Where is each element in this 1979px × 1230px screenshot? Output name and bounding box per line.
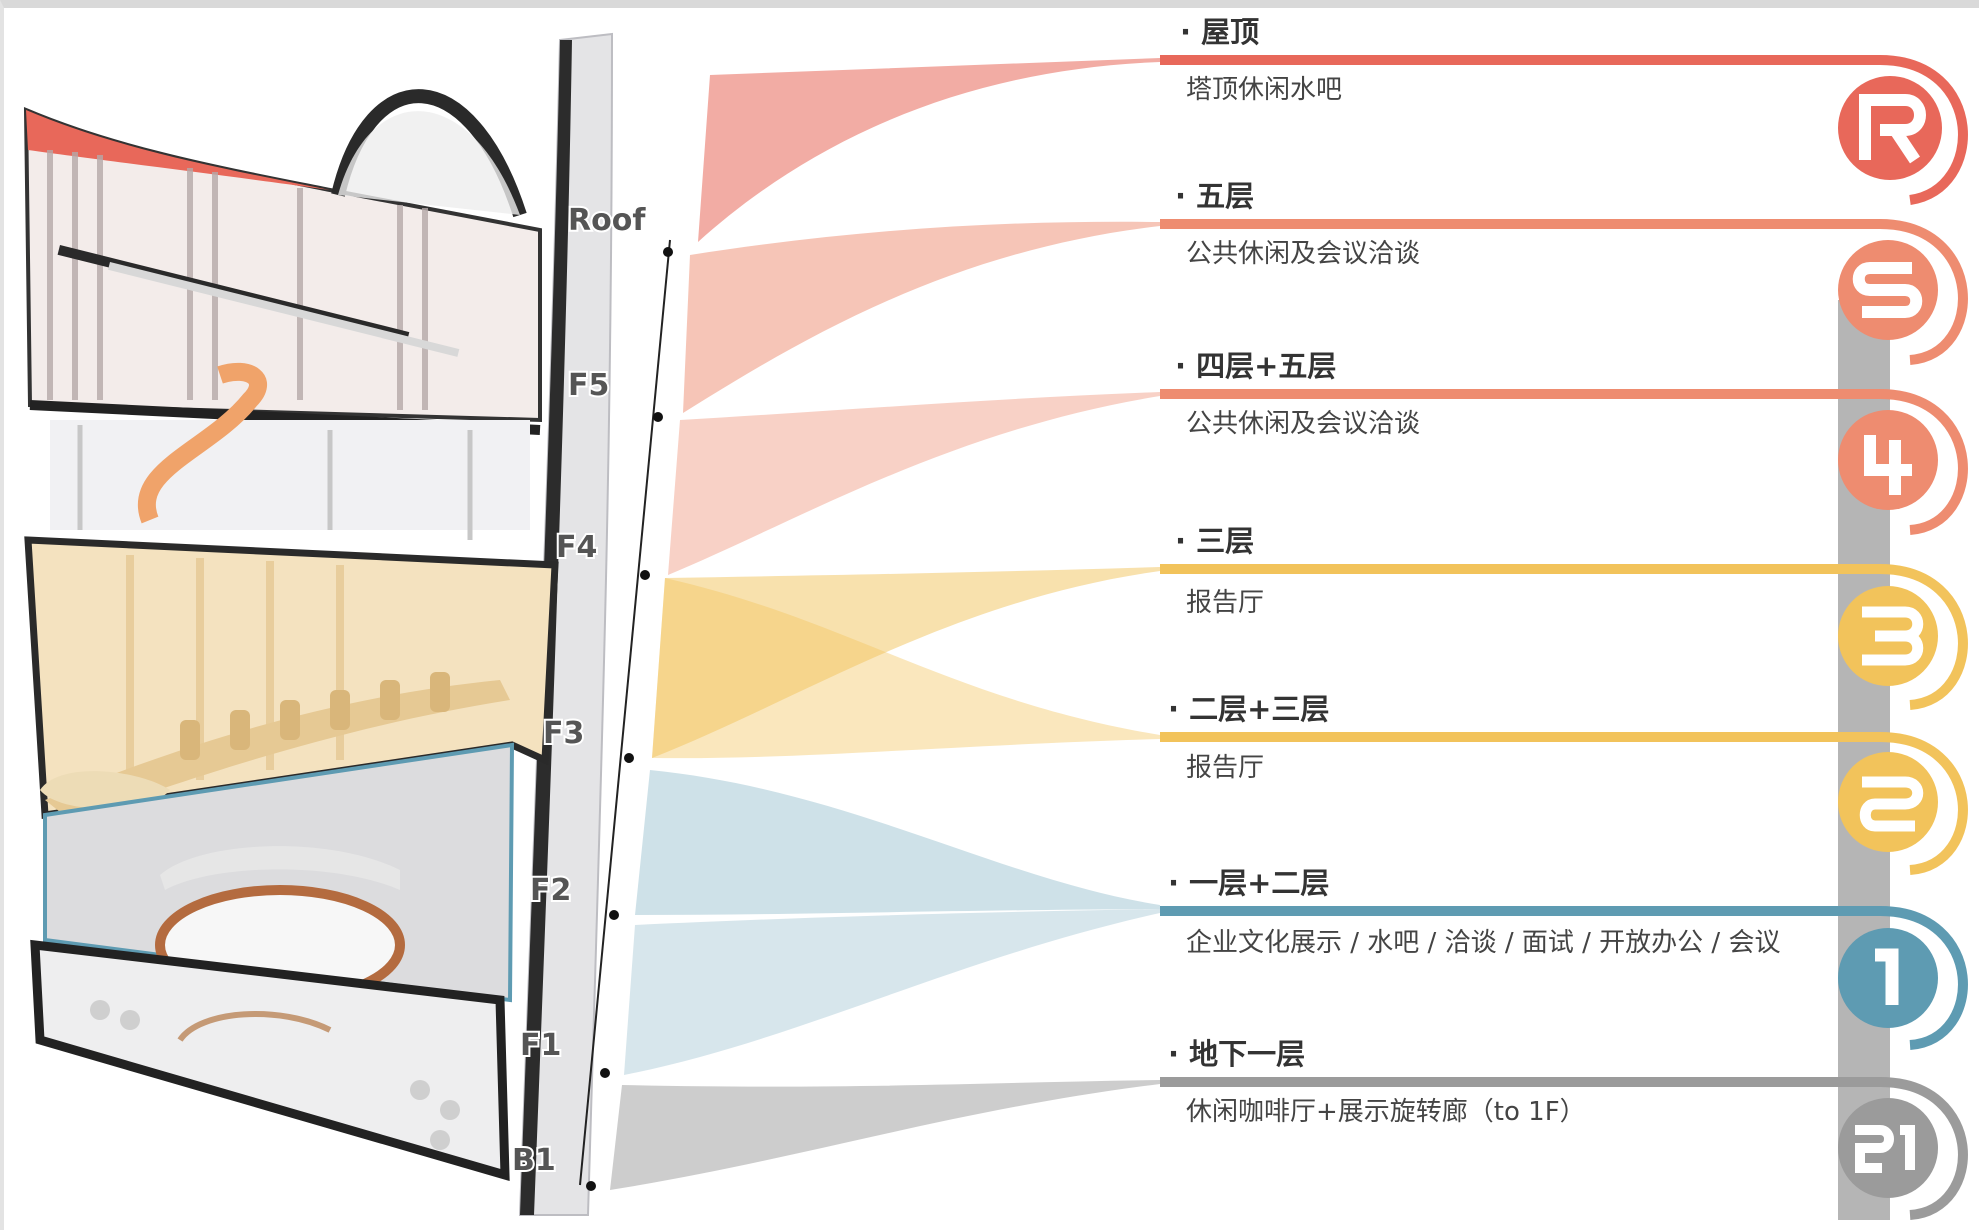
roof-canopy [26,110,330,190]
floor-2-icon [1838,752,1938,852]
level-title-f3: · 三层 [1175,524,1254,558]
floor-label-f2: F2 [530,873,571,908]
ribbon-f2 [635,770,1160,915]
floor-1-icon [1838,928,1938,1028]
level-title-b1: · 地下一层 [1168,1037,1305,1071]
level-desc-roof: 塔顶休闲水吧 [1186,75,1342,105]
ribbon-b1 [610,1080,1160,1190]
dimension-ticks [586,247,673,1191]
floor-5-icon [1838,240,1938,340]
ribbon-f2-f3 [652,578,1160,759]
level-desc-f4-f5: 公共休闲及会议洽谈 [1186,409,1420,439]
dimension-line [579,239,671,1186]
floor-4-icon [1838,410,1938,510]
floor-label-f3: F3 [543,716,584,751]
level-title-roof: · 屋顶 [1180,15,1259,49]
level-desc-f3: 报告厅 [1186,588,1264,618]
floor-label-roof: Roof [568,203,646,238]
roof-stair [57,244,460,357]
ribbon-f4-f5 [668,392,1160,575]
rooftop-r-icon [1838,76,1942,180]
floor-3-icon [1838,586,1938,686]
level-title-f2-f3: · 二层+三层 [1168,692,1329,726]
floor-label-f5: F5 [568,368,609,403]
floor-label-f4: F4 [556,530,597,565]
building-section-illustration: Roof F5 F4 F3 F2 F1 B1 [23,32,673,1216]
connector-ribbons [610,58,1160,1190]
level-title-f4-f5: · 四层+五层 [1175,349,1336,383]
roof-block [23,89,542,435]
ribbon-f1 [624,909,1160,1075]
auditorium-block [24,536,559,820]
level-desc-f1-f2: 企业文化展示 / 水吧 / 洽谈 / 面试 / 开放办公 / 会议 [1186,928,1780,958]
ribbon-roof [698,58,1160,242]
floor-label-f1: F1 [520,1028,561,1063]
basement-block [30,939,510,1182]
legend-icons [1838,76,1942,1198]
legend-text: · 屋顶 塔顶休闲水吧 · 五层 公共休闲及会议洽谈 · 四层+五层 公共休闲及… [1168,15,1780,1127]
roof-arch [331,89,527,218]
level-title-f1-f2: · 一层+二层 [1168,866,1329,900]
f4-level [50,362,530,540]
ribbon-f5 [683,221,1160,413]
ribbon-f3 [652,567,1160,758]
basement-b1-icon [1838,1098,1938,1198]
level-desc-f5: 公共休闲及会议洽谈 [1186,239,1420,269]
level-title-f5: · 五层 [1175,179,1254,213]
level-desc-f2-f3: 报告厅 [1186,753,1264,783]
floor-label-b1: B1 [512,1143,556,1178]
level-desc-b1: 休闲咖啡厅+展示旋转廊（to 1F） [1186,1097,1586,1127]
spiral-stair [138,362,267,524]
